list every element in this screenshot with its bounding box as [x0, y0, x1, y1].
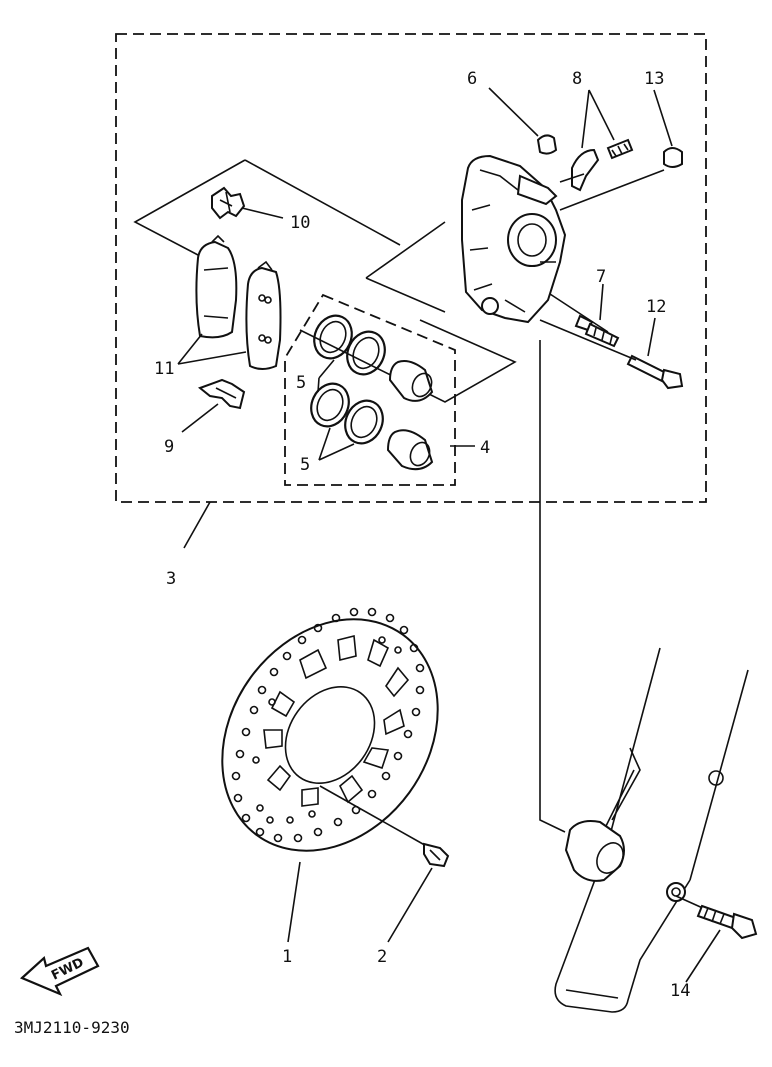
callout-5-lower: 5	[300, 455, 310, 475]
callout-leaders	[177, 87, 721, 983]
callout-7: 7	[596, 267, 606, 287]
front-fork-leg	[554, 647, 749, 1013]
bleed-cap-6	[536, 134, 558, 155]
caliper-assembly-outline	[115, 33, 707, 503]
callout-12: 12	[646, 297, 666, 317]
callout-8: 8	[572, 69, 582, 89]
caliper-pistons	[386, 360, 434, 471]
callout-11: 11	[154, 359, 174, 379]
callout-5-upper: 5	[296, 373, 306, 393]
caliper-bolt-12	[626, 354, 684, 390]
cap-13	[663, 147, 683, 168]
pad-kit-bracket	[133, 159, 517, 403]
callout-2: 2	[377, 947, 387, 967]
pad-spring-10	[211, 186, 246, 220]
brake-disc-1	[221, 607, 439, 852]
brake-pad-right-11	[245, 260, 282, 370]
piston-seals-5	[310, 314, 386, 445]
seal-kit-outline	[284, 293, 456, 486]
callout-3: 3	[166, 569, 176, 589]
caliper-pin-7	[574, 314, 620, 348]
callout-10: 10	[290, 213, 310, 233]
disc-slots	[263, 634, 410, 807]
callout-1: 1	[282, 947, 292, 967]
bleed-screw-8	[571, 138, 634, 192]
diagram-code: 3MJ2110-9230	[14, 1018, 130, 1037]
brake-pad-left-11	[195, 234, 238, 339]
callout-14: 14	[670, 981, 690, 1001]
callout-13: 13	[644, 69, 664, 89]
fwd-arrow: FWD	[19, 946, 100, 997]
pad-spring-9	[197, 378, 246, 410]
callout-4: 4	[480, 438, 490, 458]
callout-9: 9	[164, 437, 174, 457]
disc-bolt-2	[319, 785, 450, 868]
fork-bolt-14	[675, 895, 758, 940]
caliper-body	[461, 154, 567, 324]
caliper-leaders	[539, 169, 665, 833]
disc-holes	[231, 607, 425, 843]
callout-6: 6	[467, 69, 477, 89]
